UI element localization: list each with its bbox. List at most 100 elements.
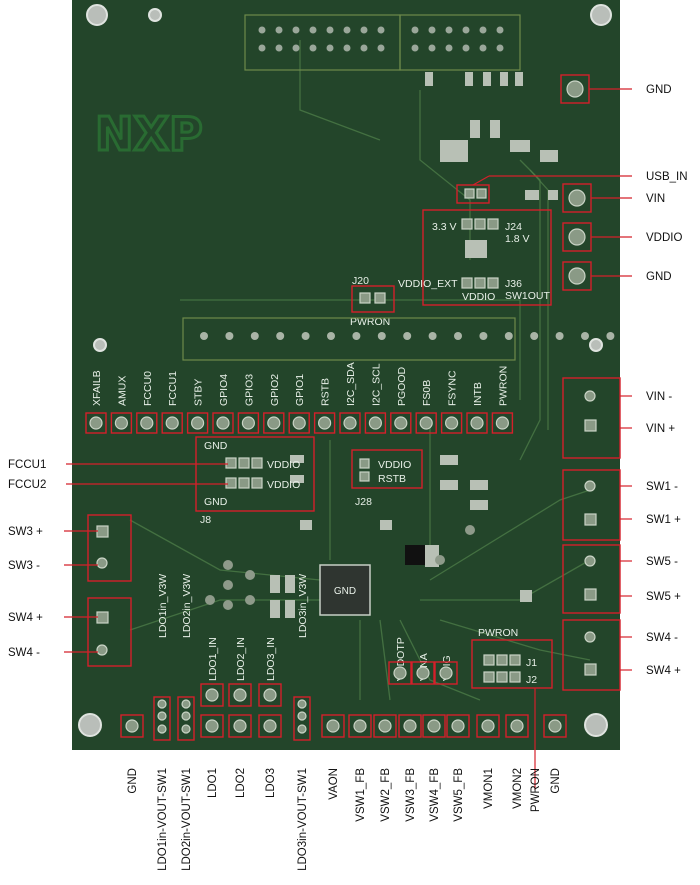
bottom-header-pin [157, 711, 167, 721]
bottom-pin-pad-vsw1-fb [353, 719, 367, 733]
header-pin [276, 332, 285, 340]
header-pin [377, 332, 386, 340]
bottom-label-vsw1-fb: VSW1_FB [355, 768, 367, 822]
left-label-sw4-5: SW4 - [8, 647, 40, 659]
top-pin-label-pwron: PWRON [497, 366, 509, 406]
top-pin-pad-stby [191, 416, 205, 430]
top-pin-label-i2c-sda: I2C_SDA [345, 362, 357, 406]
right-label-vin-5: VIN - [646, 391, 672, 403]
mid-pin-pad [439, 666, 453, 680]
svg-text:1.8 V: 1.8 V [505, 233, 530, 245]
mid-pin-label-ldo3-in: LDO3_IN [265, 637, 277, 681]
right-label-gnd-0: GND [646, 84, 672, 96]
bottom-pin-box-vsw1-fb [348, 714, 372, 738]
right-label-gnd-4: GND [646, 271, 672, 283]
mid-pin-label-ldo2-in: LDO2_IN [235, 637, 247, 681]
nxp-logo: NXP [95, 107, 203, 161]
bottom-label-vsw4-fb: VSW4_FB [429, 768, 441, 822]
j20-label: J20 [352, 275, 369, 287]
top-pin-pad-pwron [495, 416, 509, 430]
bottom-label-vaon: VAON [328, 768, 340, 800]
header-pin [250, 332, 259, 340]
top-pin-box-stby [186, 412, 209, 434]
bottom-header-box-ldo3in-vout-sw1 [293, 696, 311, 741]
test-points [205, 525, 475, 610]
mid-pin-pad [205, 688, 219, 702]
top-pin-box-intb [466, 412, 488, 434]
right-terminal-blocks [562, 377, 621, 691]
svg-text:GND: GND [204, 496, 228, 508]
top-pin-box-pwron [491, 412, 514, 434]
header-pin [606, 332, 615, 340]
mounting-hole [148, 8, 162, 22]
bottom-pin-pad-vsw5-fb [451, 719, 465, 733]
bottom-label-ldo3in-vout-sw1: LDO3in-VOUT-SW1 [297, 768, 309, 871]
top-pin-pad-i2c-sda [343, 416, 357, 430]
bottom-pin-pad-vsw3-fb [403, 719, 417, 733]
pcb-board [72, 0, 620, 750]
bottom-header-pin [157, 724, 167, 734]
bottom-pin-pad-vmon1 [481, 719, 495, 733]
top-pin-pad-xfailb [89, 416, 103, 430]
top-pin-box-fccu1 [161, 412, 183, 434]
bottom-pin-pad-vsw2-fb [378, 719, 392, 733]
header-pin [555, 332, 564, 340]
right-label-sw5-10: SW5 + [646, 591, 681, 603]
center-pin-header [182, 317, 516, 361]
header-pin [479, 332, 488, 340]
svg-text:J24: J24 [505, 221, 522, 233]
mid-pin-pad [233, 688, 247, 702]
header-pin [200, 332, 208, 340]
top-pin-label-gpio1: GPIO1 [294, 374, 306, 406]
svg-text:SW1OUT: SW1OUT [505, 290, 551, 302]
right-label-sw1-7: SW1 - [646, 481, 678, 493]
top-pin-label-intb: INTB [472, 382, 484, 406]
top-pin-box-fccu0 [136, 412, 158, 434]
mid-pin-box [258, 683, 282, 707]
top-pin-label-gpio3: GPIO3 [243, 374, 255, 406]
top-pin-box-amux [110, 412, 133, 434]
left-label-sw3-3: SW3 - [8, 560, 40, 572]
svg-text:VDDIO_EXT: VDDIO_EXT [398, 278, 458, 290]
svg-text:RSTB: RSTB [378, 473, 406, 485]
bottom-pin-pad-vmon2 [510, 719, 524, 733]
top-pin-label-stby: STBY [193, 379, 205, 406]
header-pin [530, 332, 539, 340]
bottom-pin-box-vmon1 [476, 714, 500, 738]
mid-pin-pad [393, 666, 407, 680]
top-pin-label-gpio4: GPIO4 [218, 374, 230, 406]
top-pin-box-i2c-sda [339, 412, 361, 434]
top-pin-box-gpio4 [212, 412, 234, 434]
header-pin [327, 332, 335, 340]
mounting-hole [589, 338, 603, 352]
header-pin [403, 332, 412, 340]
top-pin-pad-fsync [445, 416, 459, 430]
svg-text:J2: J2 [526, 674, 537, 686]
top-pin-pad-gpio1 [292, 416, 306, 430]
mid-pin-box [200, 683, 224, 707]
mid-pin-label-ldo1in-v3w: LDO1in_V3W [157, 574, 169, 638]
bottom-pin-pad-vaon [326, 719, 340, 733]
top-pin-pad-rstb [318, 416, 332, 430]
top-pin-pad-gpio2 [267, 416, 281, 430]
mounting-hole [584, 713, 608, 737]
bottom-pin-pad-gnd [125, 719, 139, 733]
bottom-label-vmon2: VMON2 [512, 768, 524, 809]
j28-box [351, 449, 423, 489]
top-pin-pad-gpio4 [216, 416, 230, 430]
bottom-label-pwron: PWRON [530, 768, 542, 812]
left-label-fccu1-0: FCCU1 [8, 459, 46, 471]
top-pin-label-fccu1: FCCU1 [167, 371, 179, 406]
svg-text:GND: GND [204, 440, 228, 452]
j20-pwron-label: PWRON [350, 316, 390, 328]
mid-pin-label-ldo1-in: LDO1_IN [207, 637, 219, 681]
bottom-header-pin [297, 699, 307, 709]
bottom-pin-box-vsw4-fb [422, 714, 446, 738]
top-pin-pad-fccu0 [140, 416, 154, 430]
svg-text:J36: J36 [505, 278, 522, 290]
bottom-header-pin [181, 699, 191, 709]
bottom-pin-pad-gnd [548, 719, 562, 733]
